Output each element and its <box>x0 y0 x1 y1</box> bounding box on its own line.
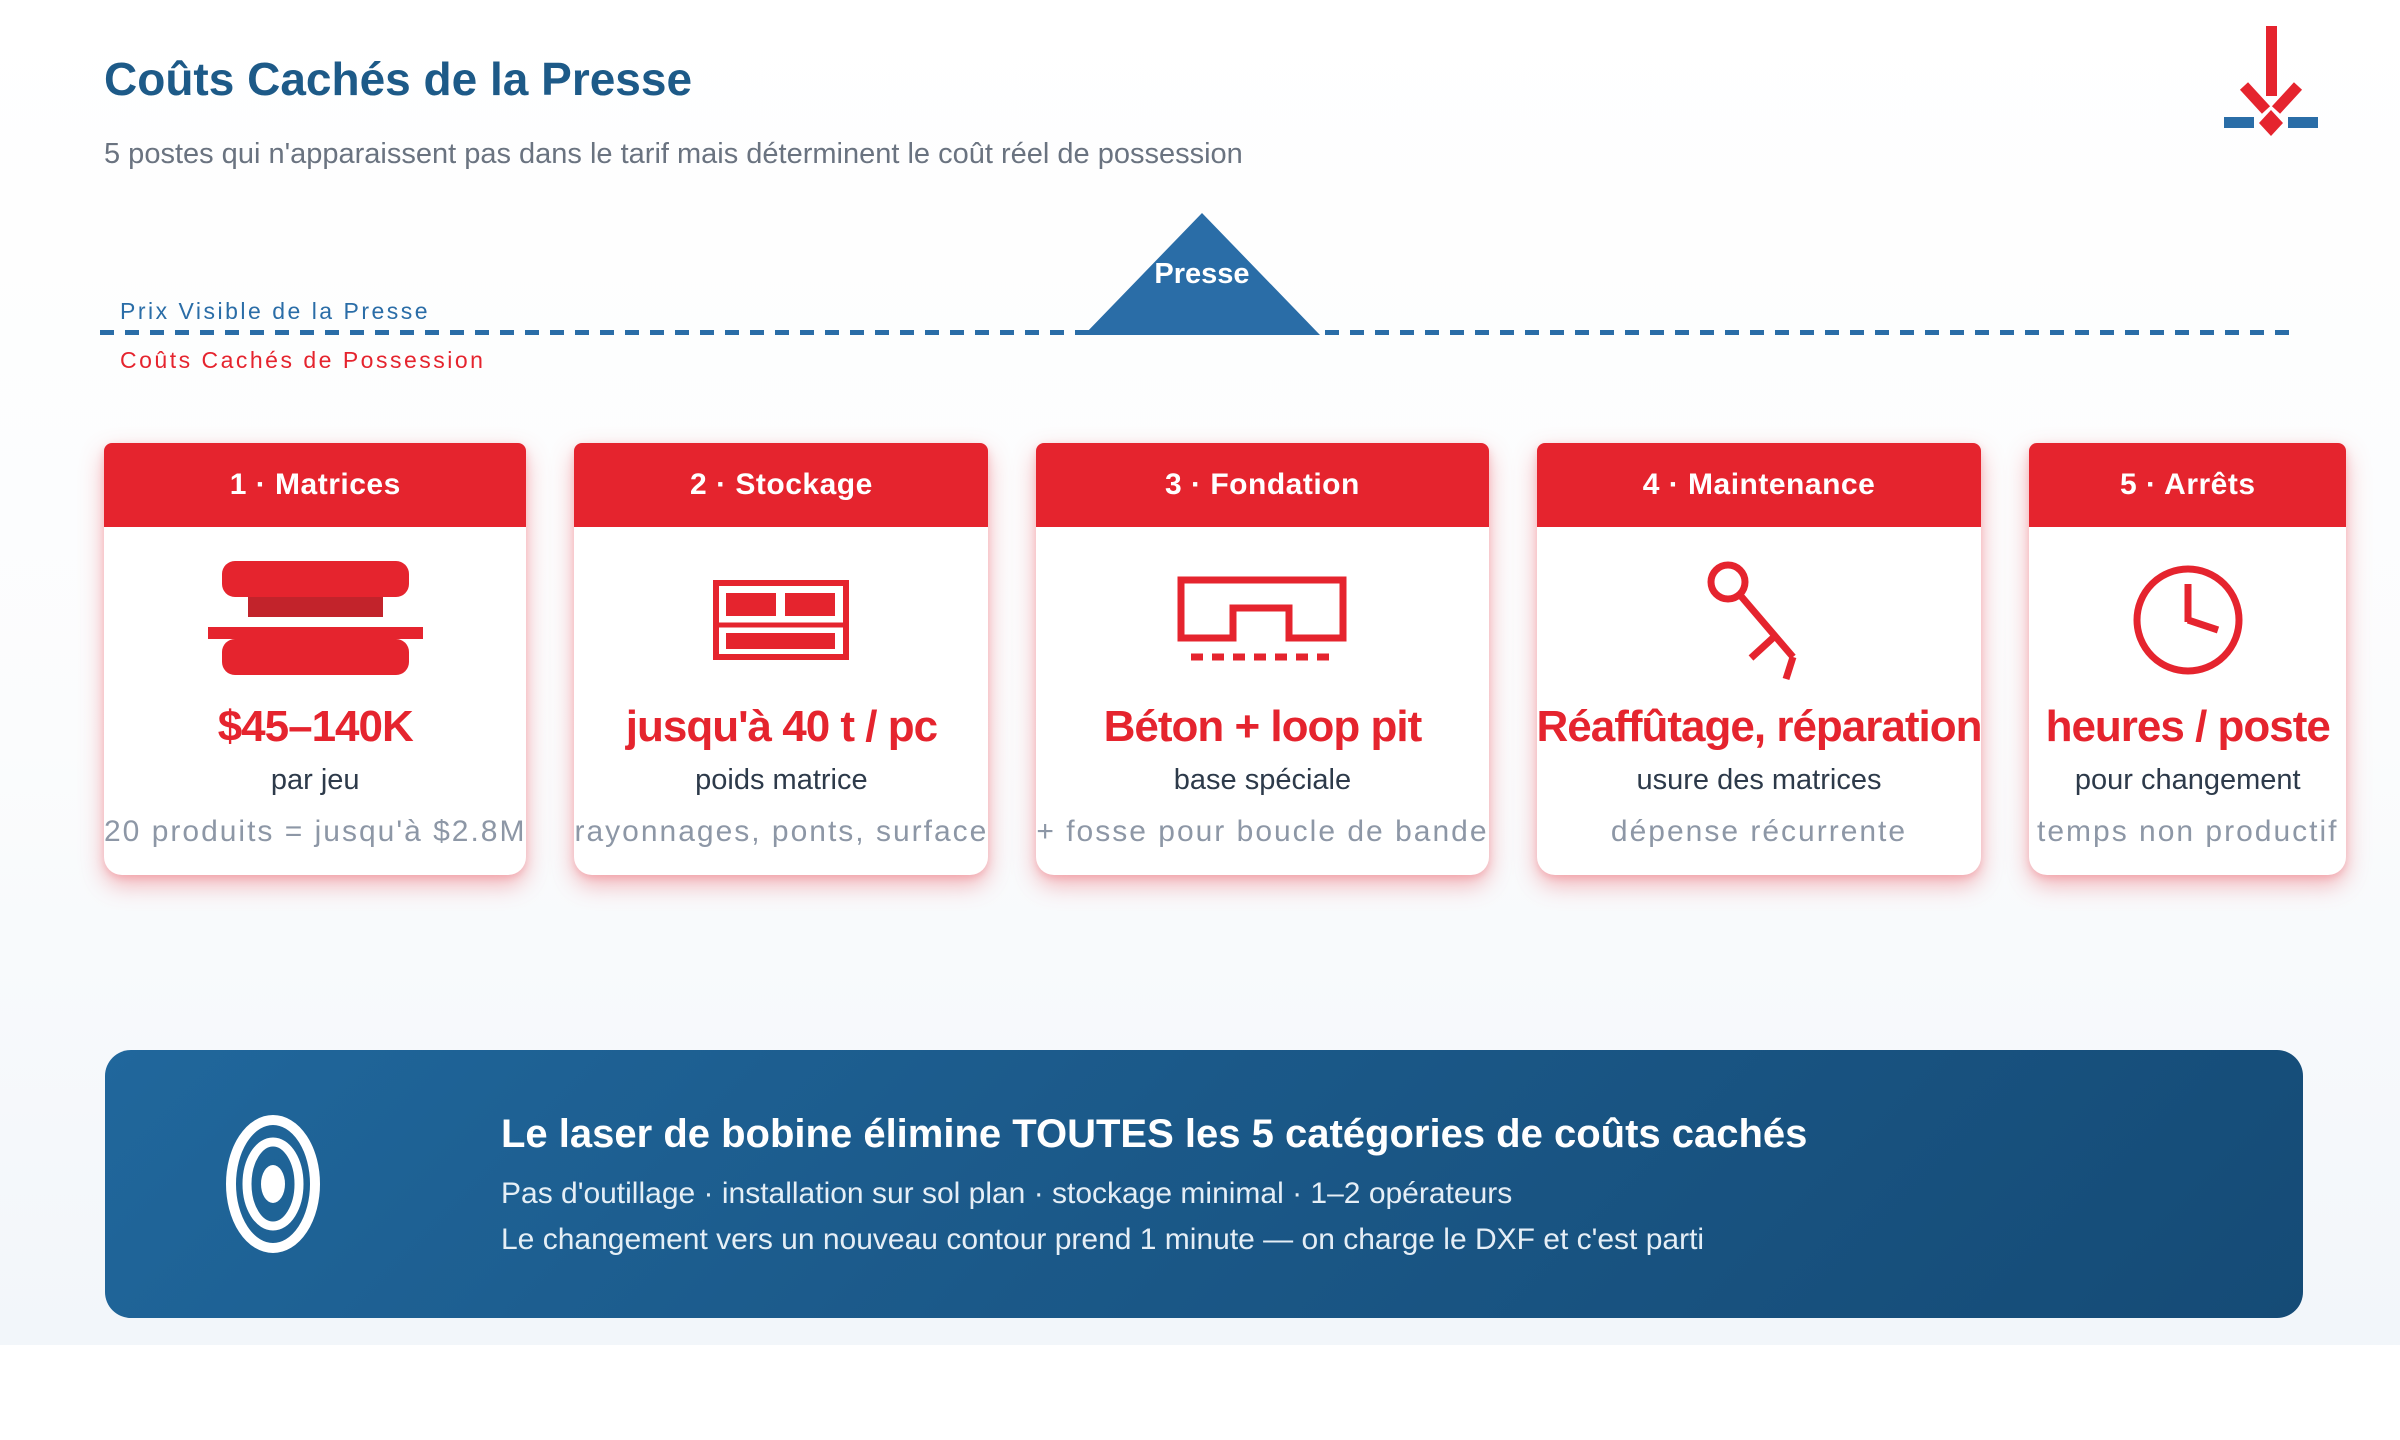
card-value: heures / poste <box>2045 702 2331 751</box>
card-header: 5 · Arrêts <box>2029 443 2346 527</box>
dashed-divider-line <box>100 330 2296 335</box>
foundation-pit-icon <box>1036 557 1488 682</box>
cost-card: 4 · Maintenance Réaffûtage, réparation u… <box>1536 443 1982 875</box>
card-body: jusqu'à 40 t / pc poids matrice rayonnag… <box>574 527 988 849</box>
cost-card: 2 · Stockage jusqu'à 40 t / pc poids mat… <box>574 443 989 875</box>
card-note: + fosse pour boucle de bande <box>1036 815 1489 848</box>
hidden-costs-label: Coûts Cachés de Possession <box>120 347 486 373</box>
card-note: temps non productif <box>2037 815 2339 848</box>
card-value: jusqu'à 40 t / pc <box>625 702 938 751</box>
banner-line-1: Pas d'outillage · installation sur sol p… <box>501 1176 1513 1210</box>
card-note: 20 produits = jusqu'à $2.8M <box>104 815 527 848</box>
card-value: Béton + loop pit <box>1103 702 1423 751</box>
press-triangle <box>1084 213 1320 335</box>
cost-card: 1 · Matrices $45–140K par jeu 20 produit… <box>104 443 527 875</box>
card-label: par jeu <box>270 764 360 796</box>
visible-price-label: Prix Visible de la Presse <box>120 298 431 324</box>
card-header: 1 · Matrices <box>104 443 527 527</box>
banner-title: Le laser de bobine élimine TOUTES les 5 … <box>501 1111 1808 1156</box>
card-body: $45–140K par jeu 20 produits = jusqu'à $… <box>104 527 526 849</box>
card-note: dépense récurrente <box>1610 815 1908 848</box>
card-label: usure des matrices <box>1636 764 1882 796</box>
card-label: pour changement <box>2074 764 2301 796</box>
target-icon <box>225 1114 321 1254</box>
card-body: heures / poste pour changement temps non… <box>2029 527 2346 849</box>
cost-cards-row: 1 · Matrices $45–140K par jeu 20 produit… <box>104 443 2346 875</box>
cost-card: 5 · Arrêts heures / poste pour changemen… <box>2029 443 2346 875</box>
cost-card: 3 · Fondation Béton + loop pit base spéc… <box>1036 443 1489 875</box>
card-body: Béton + loop pit base spéciale + fosse p… <box>1036 527 1488 849</box>
page-subtitle: 5 postes qui n'apparaissent pas dans le … <box>104 138 1243 170</box>
storage-rack-icon <box>574 557 988 682</box>
card-body: Réaffûtage, réparation usure des matrice… <box>1537 527 1982 849</box>
banner-text: Le laser de bobine élimine TOUTES les 5 … <box>501 1112 1807 1257</box>
card-header: 4 · Maintenance <box>1536 443 1982 527</box>
card-header: 3 · Fondation <box>1036 443 1489 527</box>
press-triangle-label: Presse <box>1154 258 1250 290</box>
card-note: rayonnages, ponts, surface <box>574 815 989 848</box>
card-value: $45–140K <box>217 702 414 751</box>
press-dies-icon <box>104 557 526 682</box>
benefit-banner: Le laser de bobine élimine TOUTES les 5 … <box>105 1050 2303 1318</box>
card-label: base spéciale <box>1173 764 1352 796</box>
clock-icon <box>2029 557 2346 682</box>
card-header: 2 · Stockage <box>574 443 989 527</box>
card-label: poids matrice <box>695 764 868 796</box>
card-value: Réaffûtage, réparation <box>1536 702 1983 751</box>
page-title: Coûts Cachés de la Presse <box>104 53 693 105</box>
key-icon <box>1537 557 1982 682</box>
laser-cutting-logo-icon <box>2222 26 2318 136</box>
banner-line-2: Le changement vers un nouveau contour pr… <box>501 1222 1705 1256</box>
